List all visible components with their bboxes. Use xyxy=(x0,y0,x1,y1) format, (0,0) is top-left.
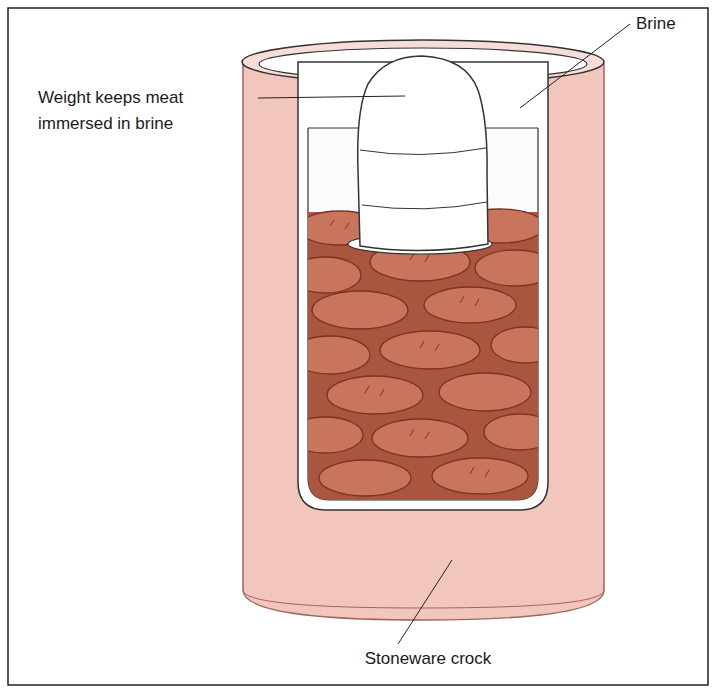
meat-pieces xyxy=(287,209,559,512)
weight-stone xyxy=(358,56,488,251)
label-text: Brine xyxy=(636,11,676,37)
label-text: Stoneware crock xyxy=(343,646,513,672)
leader-line xyxy=(520,24,630,108)
label-text: Weight keeps meat immersed in brine xyxy=(38,85,223,137)
frame xyxy=(8,8,708,685)
weight-contour xyxy=(360,148,487,209)
leader-line xyxy=(258,96,405,98)
crock-base-line xyxy=(243,590,604,608)
leader-line xyxy=(398,560,452,644)
